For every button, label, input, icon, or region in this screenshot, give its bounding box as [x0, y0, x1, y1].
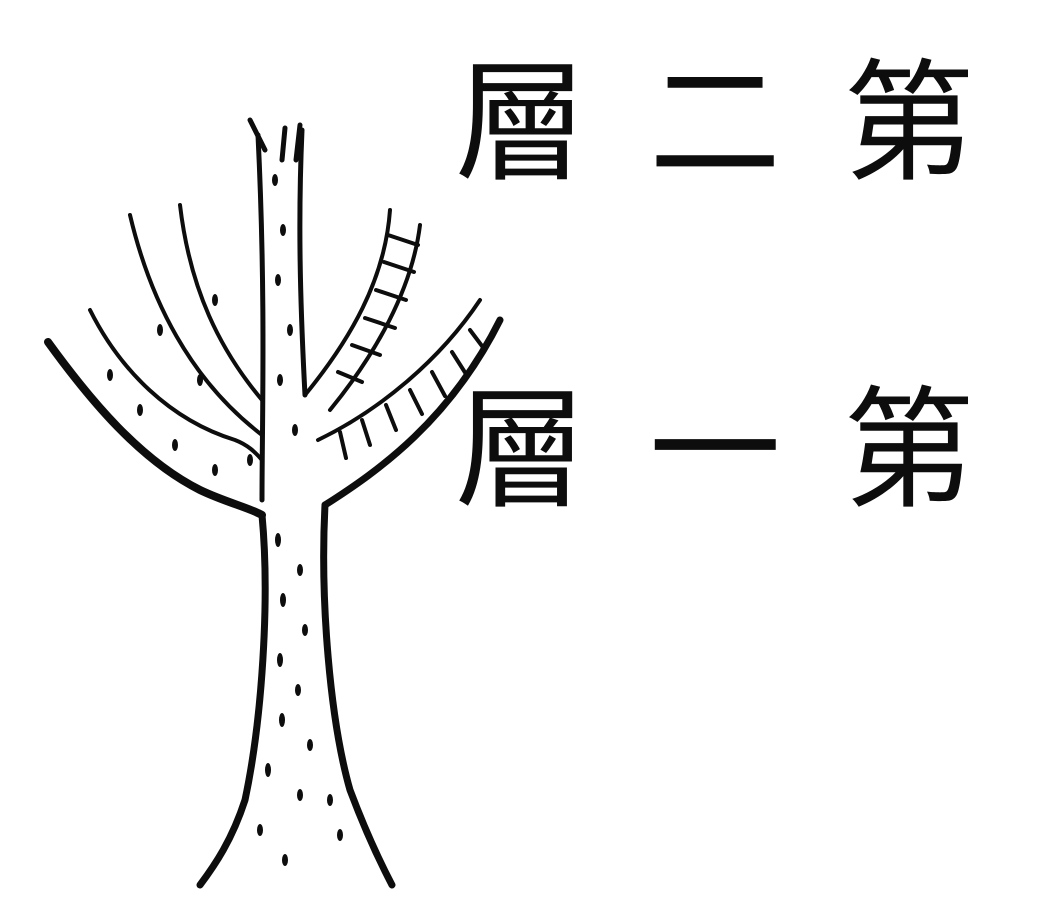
upper-right-branch-outer [328, 223, 422, 412]
branch-hatching-lower [338, 328, 487, 460]
second-layer-label: 第二層 [455, 47, 1037, 201]
lower-right-branch-upper [316, 298, 482, 442]
bark-texture [107, 174, 343, 866]
leader-right-outline [297, 127, 308, 398]
lower-right-branch-lower [321, 316, 504, 509]
leader-top-tuft [247, 117, 303, 163]
inner-left-branch-b [178, 203, 264, 402]
outer-left-branch-upper [44, 338, 266, 519]
trunk-left-outline [196, 511, 269, 889]
inner-left-branch-a [128, 213, 264, 437]
upper-right-branch-outline [303, 208, 392, 397]
leader-left-outline [255, 132, 266, 503]
trunk-right-outline [320, 501, 396, 889]
branch-hatching-upper [336, 233, 420, 384]
outer-left-branch-lower [88, 308, 264, 462]
first-layer-label: 第一層 [455, 374, 1037, 528]
